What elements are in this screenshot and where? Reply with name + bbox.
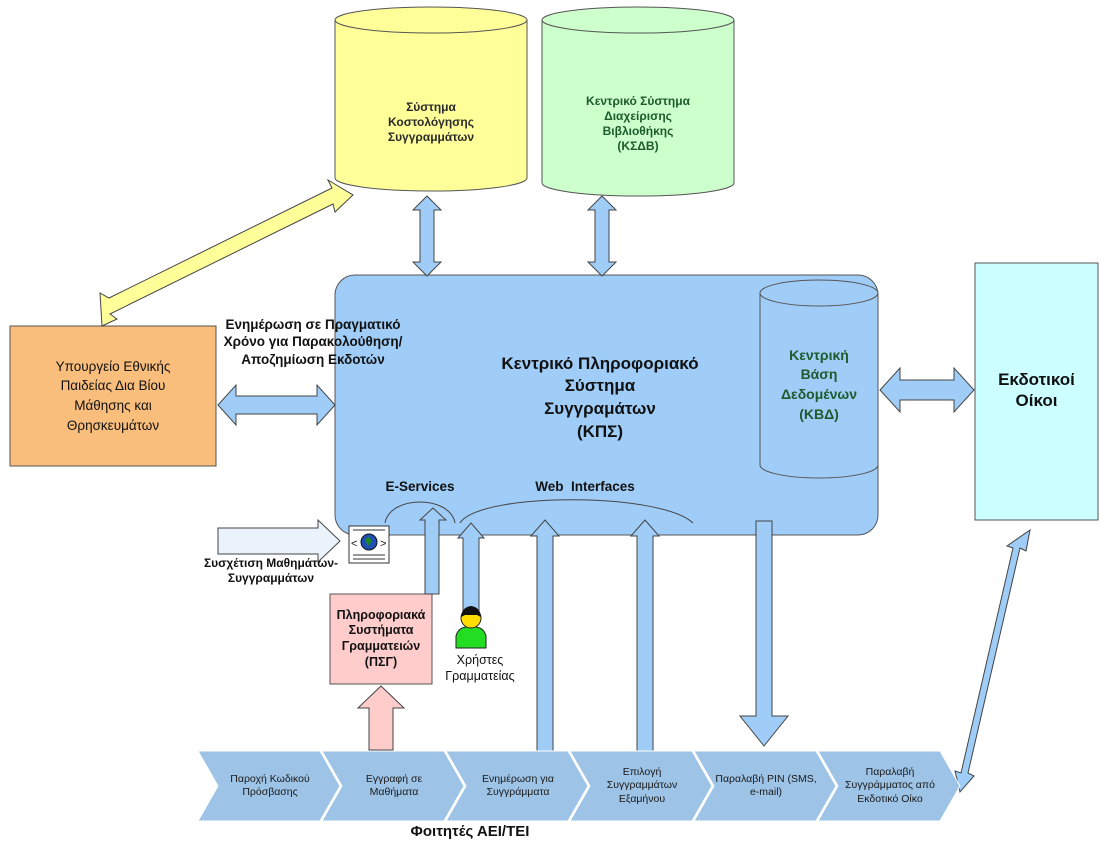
process-chevrons <box>197 750 961 822</box>
library-kps-arrow <box>586 195 618 277</box>
costing-system-cylinder <box>334 6 528 192</box>
secretariat-users-label: Χρήστες Γραμματείας <box>445 653 515 683</box>
publishers-step-arrow <box>954 528 1031 794</box>
step-chevron-4 <box>569 750 713 822</box>
kps-publishers-arrow <box>879 366 975 414</box>
step-chevron-2 <box>321 750 465 822</box>
course-mapping-arrow <box>217 518 341 564</box>
step3-kps-arrow <box>529 519 561 752</box>
kps-step5-arrow <box>738 520 790 747</box>
ministry-kps-arrow <box>217 383 336 427</box>
secretariat-systems-label: Πληροφοριακά Συστήματα Γραμματειών (ΠΣΓ) <box>336 607 426 669</box>
step-chevron-1 <box>197 750 341 822</box>
library-system-cylinder <box>541 6 735 197</box>
ministry-costing-arrow <box>99 178 354 327</box>
svg-text:<: < <box>351 538 357 550</box>
psg-eservices-arrow <box>418 507 448 595</box>
step-chevron-6 <box>817 750 961 822</box>
step-label-5: Παραλαβή PIN (SMS, e-mail) <box>715 772 817 798</box>
step-label-3: Ενημέρωση για Συγγράμματα <box>482 772 554 798</box>
web-interfaces-label: Web Interfaces <box>535 478 635 494</box>
step-label-6: Παραλαβή Συγγράμματος από Εκδοτικό Οίκο <box>845 766 935 805</box>
svg-text:>: > <box>380 538 386 550</box>
costing-kps-arrow <box>411 195 443 277</box>
library-system-label: Κεντρικό Σύστημα Διαχείρισης Βιβλιοθήκης… <box>586 94 690 153</box>
eservices-label: E-Services <box>385 478 455 494</box>
step-label-1: Παροχή Κωδικού Πρόσβασης <box>230 772 310 798</box>
students-label: Φοιτητές ΑΕΙ/ΤΕΙ <box>410 822 530 840</box>
step-label-2: Εγγραφή σε Μαθήματα <box>365 772 423 798</box>
secretariat-systems-box <box>329 593 433 685</box>
ministry-box <box>9 325 217 467</box>
ministry-label: Υπουργείο Εθνικής Παιδείας Δια Βίου Μάθη… <box>55 358 171 433</box>
realtime-update-label: Ενημέρωση σε Πραγματικό Χρόνο για Παρακο… <box>223 316 403 367</box>
step-label-4: Επιλογή Συγγραμμάτων Εξαμήνου <box>606 766 678 805</box>
web-document-icon: < > <box>348 525 390 564</box>
step4-kps-arrow <box>629 519 661 752</box>
step2-psg-arrow <box>356 685 406 751</box>
person-icon <box>455 606 487 649</box>
publishers-box <box>974 262 1099 521</box>
costing-system-label: Σύστημα Κοστολόγησης Συγγραμμάτων <box>387 99 475 144</box>
course-mapping-label: Συσχέτιση Μαθημάτων- Συγγραμμάτων <box>203 556 338 585</box>
step-chevron-5 <box>693 750 837 822</box>
users-web-arrow <box>456 522 486 615</box>
step-chevron-3 <box>445 750 589 822</box>
central-system-label: Κεντρικό Πληροφοριακό Σύστημα Συγγραμάτω… <box>501 353 699 441</box>
eservices-arc <box>384 501 456 524</box>
database-cylinder <box>759 279 879 479</box>
publishers-label: Εκδοτικοί Οίκοι <box>998 369 1075 410</box>
database-label: Κεντρική Βάση Δεδομένων (ΚΒΔ) <box>780 346 858 422</box>
web-interfaces-arc <box>459 499 694 524</box>
